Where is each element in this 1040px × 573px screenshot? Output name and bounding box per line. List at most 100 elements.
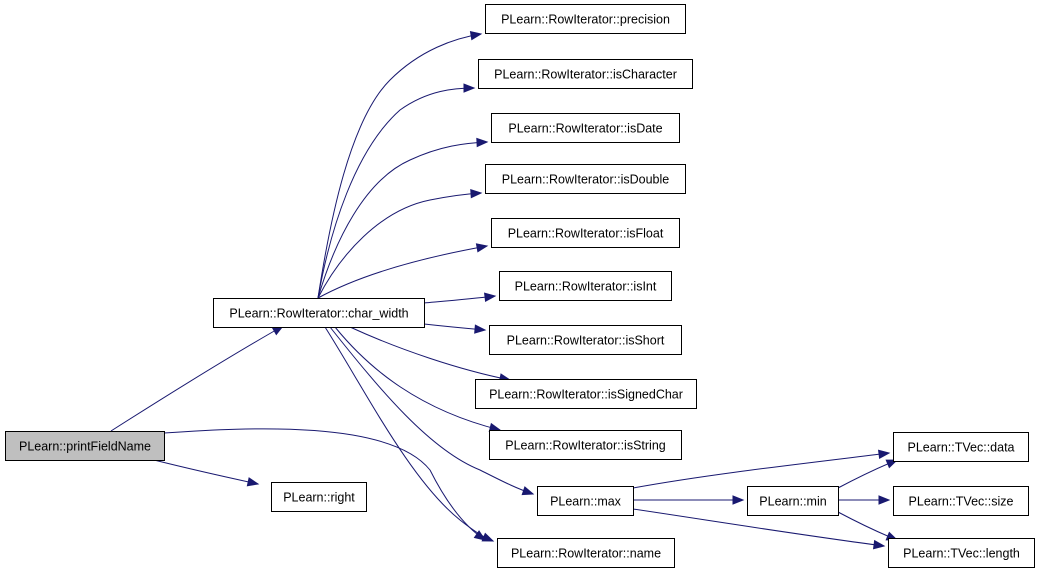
node-label: PLearn::printFieldName	[19, 440, 151, 454]
arrow-head-icon	[469, 31, 483, 41]
node-box	[489, 325, 682, 355]
arrow-head-icon	[732, 495, 745, 505]
node-isFloat[interactable]: PLearn::RowIterator::isFloat	[491, 218, 680, 248]
edge-max-to-length	[632, 508, 886, 550]
edge-line	[334, 326, 501, 431]
node-label: PLearn::RowIterator::isSignedChar	[489, 388, 683, 402]
node-isString[interactable]: PLearn::RowIterator::isString	[489, 430, 682, 460]
arrow-head-icon	[484, 292, 497, 302]
edge-printFieldName-to-char_width	[110, 325, 285, 432]
edge-char_width-to-isInt	[423, 292, 497, 304]
node-box	[491, 218, 680, 248]
edge-char_width-to-isDate	[317, 137, 489, 299]
arrow-head-icon	[878, 495, 891, 505]
node-box	[499, 271, 672, 301]
node-length[interactable]: PLearn::TVec::length	[888, 538, 1035, 568]
node-label: PLearn::min	[759, 495, 826, 509]
node-box	[893, 432, 1029, 462]
node-box	[888, 538, 1035, 568]
edge-line	[632, 452, 890, 489]
edge-line	[632, 508, 885, 547]
node-box	[489, 430, 682, 460]
node-label: PLearn::RowIterator::precision	[501, 13, 670, 27]
edge-min-to-data	[837, 459, 899, 489]
edge-min-to-size	[838, 495, 891, 505]
node-label: PLearn::TVec::size	[909, 495, 1014, 509]
node-char_width[interactable]: PLearn::RowIterator::char_width	[213, 298, 425, 328]
edge-line	[317, 33, 482, 299]
node-name[interactable]: PLearn::RowIterator::name	[497, 538, 675, 568]
edge-char_width-to-isString	[334, 326, 502, 433]
edge-char_width-to-max	[329, 326, 535, 496]
node-data[interactable]: PLearn::TVec::data	[893, 432, 1029, 462]
node-isShort[interactable]: PLearn::RowIterator::isShort	[489, 325, 682, 355]
node-label: PLearn::RowIterator::isString	[505, 439, 666, 453]
edge-line	[317, 245, 488, 299]
edge-char_width-to-isShort	[423, 323, 487, 334]
node-box	[537, 486, 634, 516]
edge-line	[153, 459, 259, 485]
node-label: PLearn::TVec::data	[907, 441, 1014, 455]
arrow-head-icon	[521, 486, 535, 496]
node-label: PLearn::RowIterator::isCharacter	[494, 68, 677, 82]
node-label: PLearn::RowIterator::char_width	[229, 307, 408, 321]
edge-line	[349, 326, 511, 381]
edge-char_width-to-isFloat	[317, 243, 489, 299]
node-right[interactable]: PLearn::right	[271, 482, 367, 512]
edge-line	[317, 192, 482, 299]
node-box	[475, 379, 697, 409]
arrow-head-icon	[470, 188, 483, 199]
edge-line	[163, 428, 486, 541]
node-label: PLearn::RowIterator::isDouble	[502, 173, 669, 187]
node-label: PLearn::max	[550, 495, 622, 509]
node-isCharacter[interactable]: PLearn::RowIterator::isCharacter	[478, 59, 693, 89]
arrow-head-icon	[475, 243, 489, 253]
arrow-head-icon	[463, 83, 476, 93]
node-isSignedChar[interactable]: PLearn::RowIterator::isSignedChar	[475, 379, 697, 409]
node-label: PLearn::TVec::length	[903, 547, 1020, 561]
edge-line	[110, 325, 284, 432]
edge-printFieldName-to-right	[153, 459, 260, 487]
edges-layer	[110, 31, 899, 550]
nodes-layer: PLearn::printFieldNamePLearn::RowIterato…	[5, 4, 1035, 568]
edge-char_width-to-isCharacter	[317, 83, 476, 299]
edge-max-to-min	[633, 495, 745, 505]
arrow-head-icon	[246, 477, 260, 487]
node-box	[478, 59, 693, 89]
edge-line	[423, 295, 496, 304]
edge-line	[317, 87, 475, 299]
node-isDate[interactable]: PLearn::RowIterator::isDate	[491, 113, 680, 143]
node-label: PLearn::RowIterator::name	[511, 547, 661, 561]
node-box	[491, 113, 680, 143]
node-box	[485, 164, 686, 194]
edge-char_width-to-name	[324, 326, 495, 542]
edge-line	[317, 141, 488, 299]
node-isInt[interactable]: PLearn::RowIterator::isInt	[499, 271, 672, 301]
node-box	[893, 486, 1029, 516]
arrow-head-icon	[872, 539, 886, 550]
node-box	[213, 298, 425, 328]
node-min[interactable]: PLearn::min	[747, 486, 839, 516]
node-label: PLearn::RowIterator::isShort	[507, 334, 665, 348]
node-max[interactable]: PLearn::max	[537, 486, 634, 516]
edge-char_width-to-isSignedChar	[349, 326, 512, 383]
node-size[interactable]: PLearn::TVec::size	[893, 486, 1029, 516]
edge-line	[329, 326, 534, 495]
node-printFieldName[interactable]: PLearn::printFieldName	[5, 431, 165, 461]
node-isDouble[interactable]: PLearn::RowIterator::isDouble	[485, 164, 686, 194]
arrow-head-icon	[481, 532, 495, 542]
node-label: PLearn::RowIterator::isInt	[515, 280, 657, 294]
node-precision[interactable]: PLearn::RowIterator::precision	[485, 4, 686, 34]
node-box	[747, 486, 839, 516]
arrow-head-icon	[476, 137, 489, 148]
edge-char_width-to-precision	[317, 31, 483, 299]
node-box	[5, 431, 165, 461]
node-label: PLearn::RowIterator::isFloat	[508, 227, 664, 241]
arrow-head-icon	[878, 449, 891, 459]
node-box	[485, 4, 686, 34]
node-label: PLearn::RowIterator::isDate	[508, 122, 662, 136]
edge-min-to-length	[837, 511, 899, 541]
edge-char_width-to-isDouble	[317, 188, 483, 299]
edge-max-to-data	[632, 449, 891, 489]
